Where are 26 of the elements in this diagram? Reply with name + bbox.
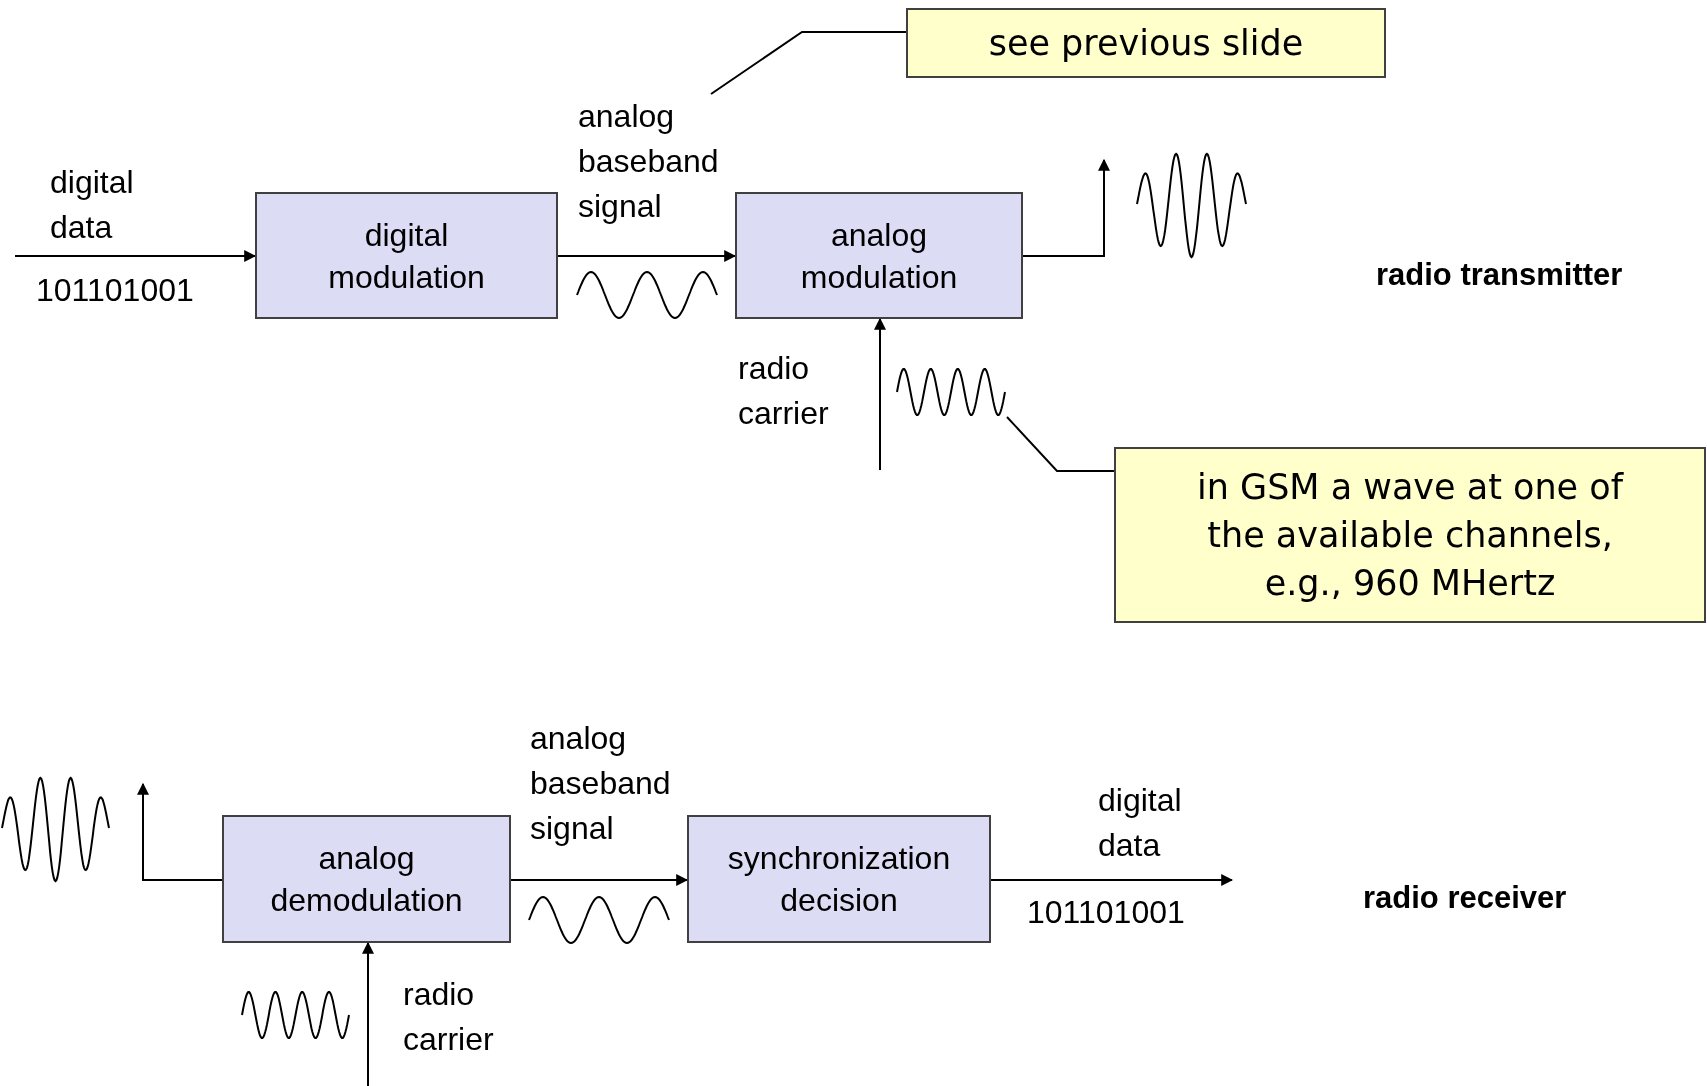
arrow: [1022, 158, 1110, 257]
arrow: [137, 782, 223, 881]
signal-label: radio carrier: [738, 349, 830, 433]
arrow: [874, 317, 886, 471]
signal-label: digital data: [1098, 781, 1183, 865]
carrier-wave-drawing: [895, 367, 1007, 417]
section-title: radio transmitter: [1376, 256, 1624, 294]
leader-line: [1006, 416, 1115, 472]
process-box: synchronization decision: [687, 815, 991, 943]
arrow: [990, 874, 1234, 886]
signal-label: analog baseband signal: [530, 719, 672, 848]
signal-label: radio carrier: [403, 975, 495, 1059]
process-box: analog demodulation: [222, 815, 511, 943]
section-title: radio receiver: [1363, 879, 1568, 917]
leader-line: [710, 31, 907, 95]
callout-note: see previous slide: [906, 8, 1386, 78]
process-box: analog modulation: [735, 192, 1023, 319]
arrow: [14, 250, 257, 262]
signal-label: digital data: [50, 163, 135, 247]
arrow: [510, 874, 689, 886]
arrow: [362, 941, 374, 1086]
callout-note: in GSM a wave at one of the available channels, e.g., 960 MHertz: [1114, 447, 1706, 623]
signal-label: 101101001: [36, 271, 195, 310]
signal-label: 101101001: [1027, 893, 1186, 932]
arrow: [557, 250, 737, 262]
process-box: digital modulation: [255, 192, 558, 319]
